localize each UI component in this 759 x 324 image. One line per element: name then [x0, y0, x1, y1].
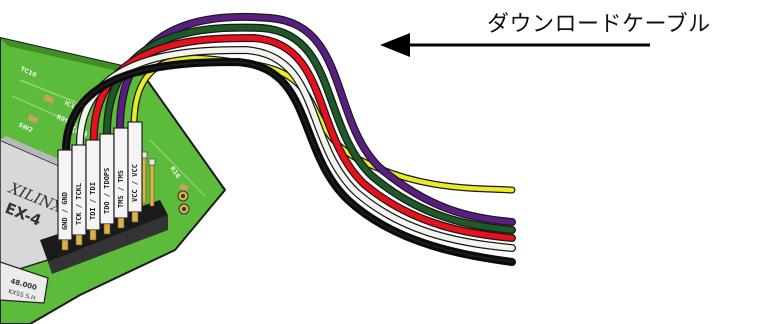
pin-label: GND / GND	[61, 192, 69, 230]
silk-label: R29	[55, 113, 70, 125]
pin-label: TCK / TCKL	[75, 183, 83, 225]
crystal-oscillator: 48.000 KXSS S.H	[0, 261, 49, 304]
connector-sleeve: TCK / TCKL	[71, 144, 87, 246]
connector-sleeve: GND / GND	[57, 149, 73, 251]
pin-label: TMS / TMS	[117, 170, 125, 208]
connector-sleeve: TDO / TDOPS	[99, 133, 115, 235]
pin-label: TDO / TDOPS	[103, 168, 111, 214]
cable-bundle	[61, 12, 516, 266]
pin-label: VCC / VCC	[131, 164, 139, 202]
connector-sleeve: TDI / TDI	[85, 139, 101, 241]
connector-sleeve: VCC / VCC	[127, 121, 143, 223]
connector-sleeves: GND / GND TCK / TCKL TDI / TDI TDO / TDO…	[57, 121, 143, 251]
callout-label: ダウンロードケーブル	[487, 12, 711, 37]
pin-label: TDI / TDI	[89, 182, 97, 220]
callout-arrow	[380, 33, 650, 57]
connector-sleeve: TMS / TMS	[113, 127, 129, 229]
